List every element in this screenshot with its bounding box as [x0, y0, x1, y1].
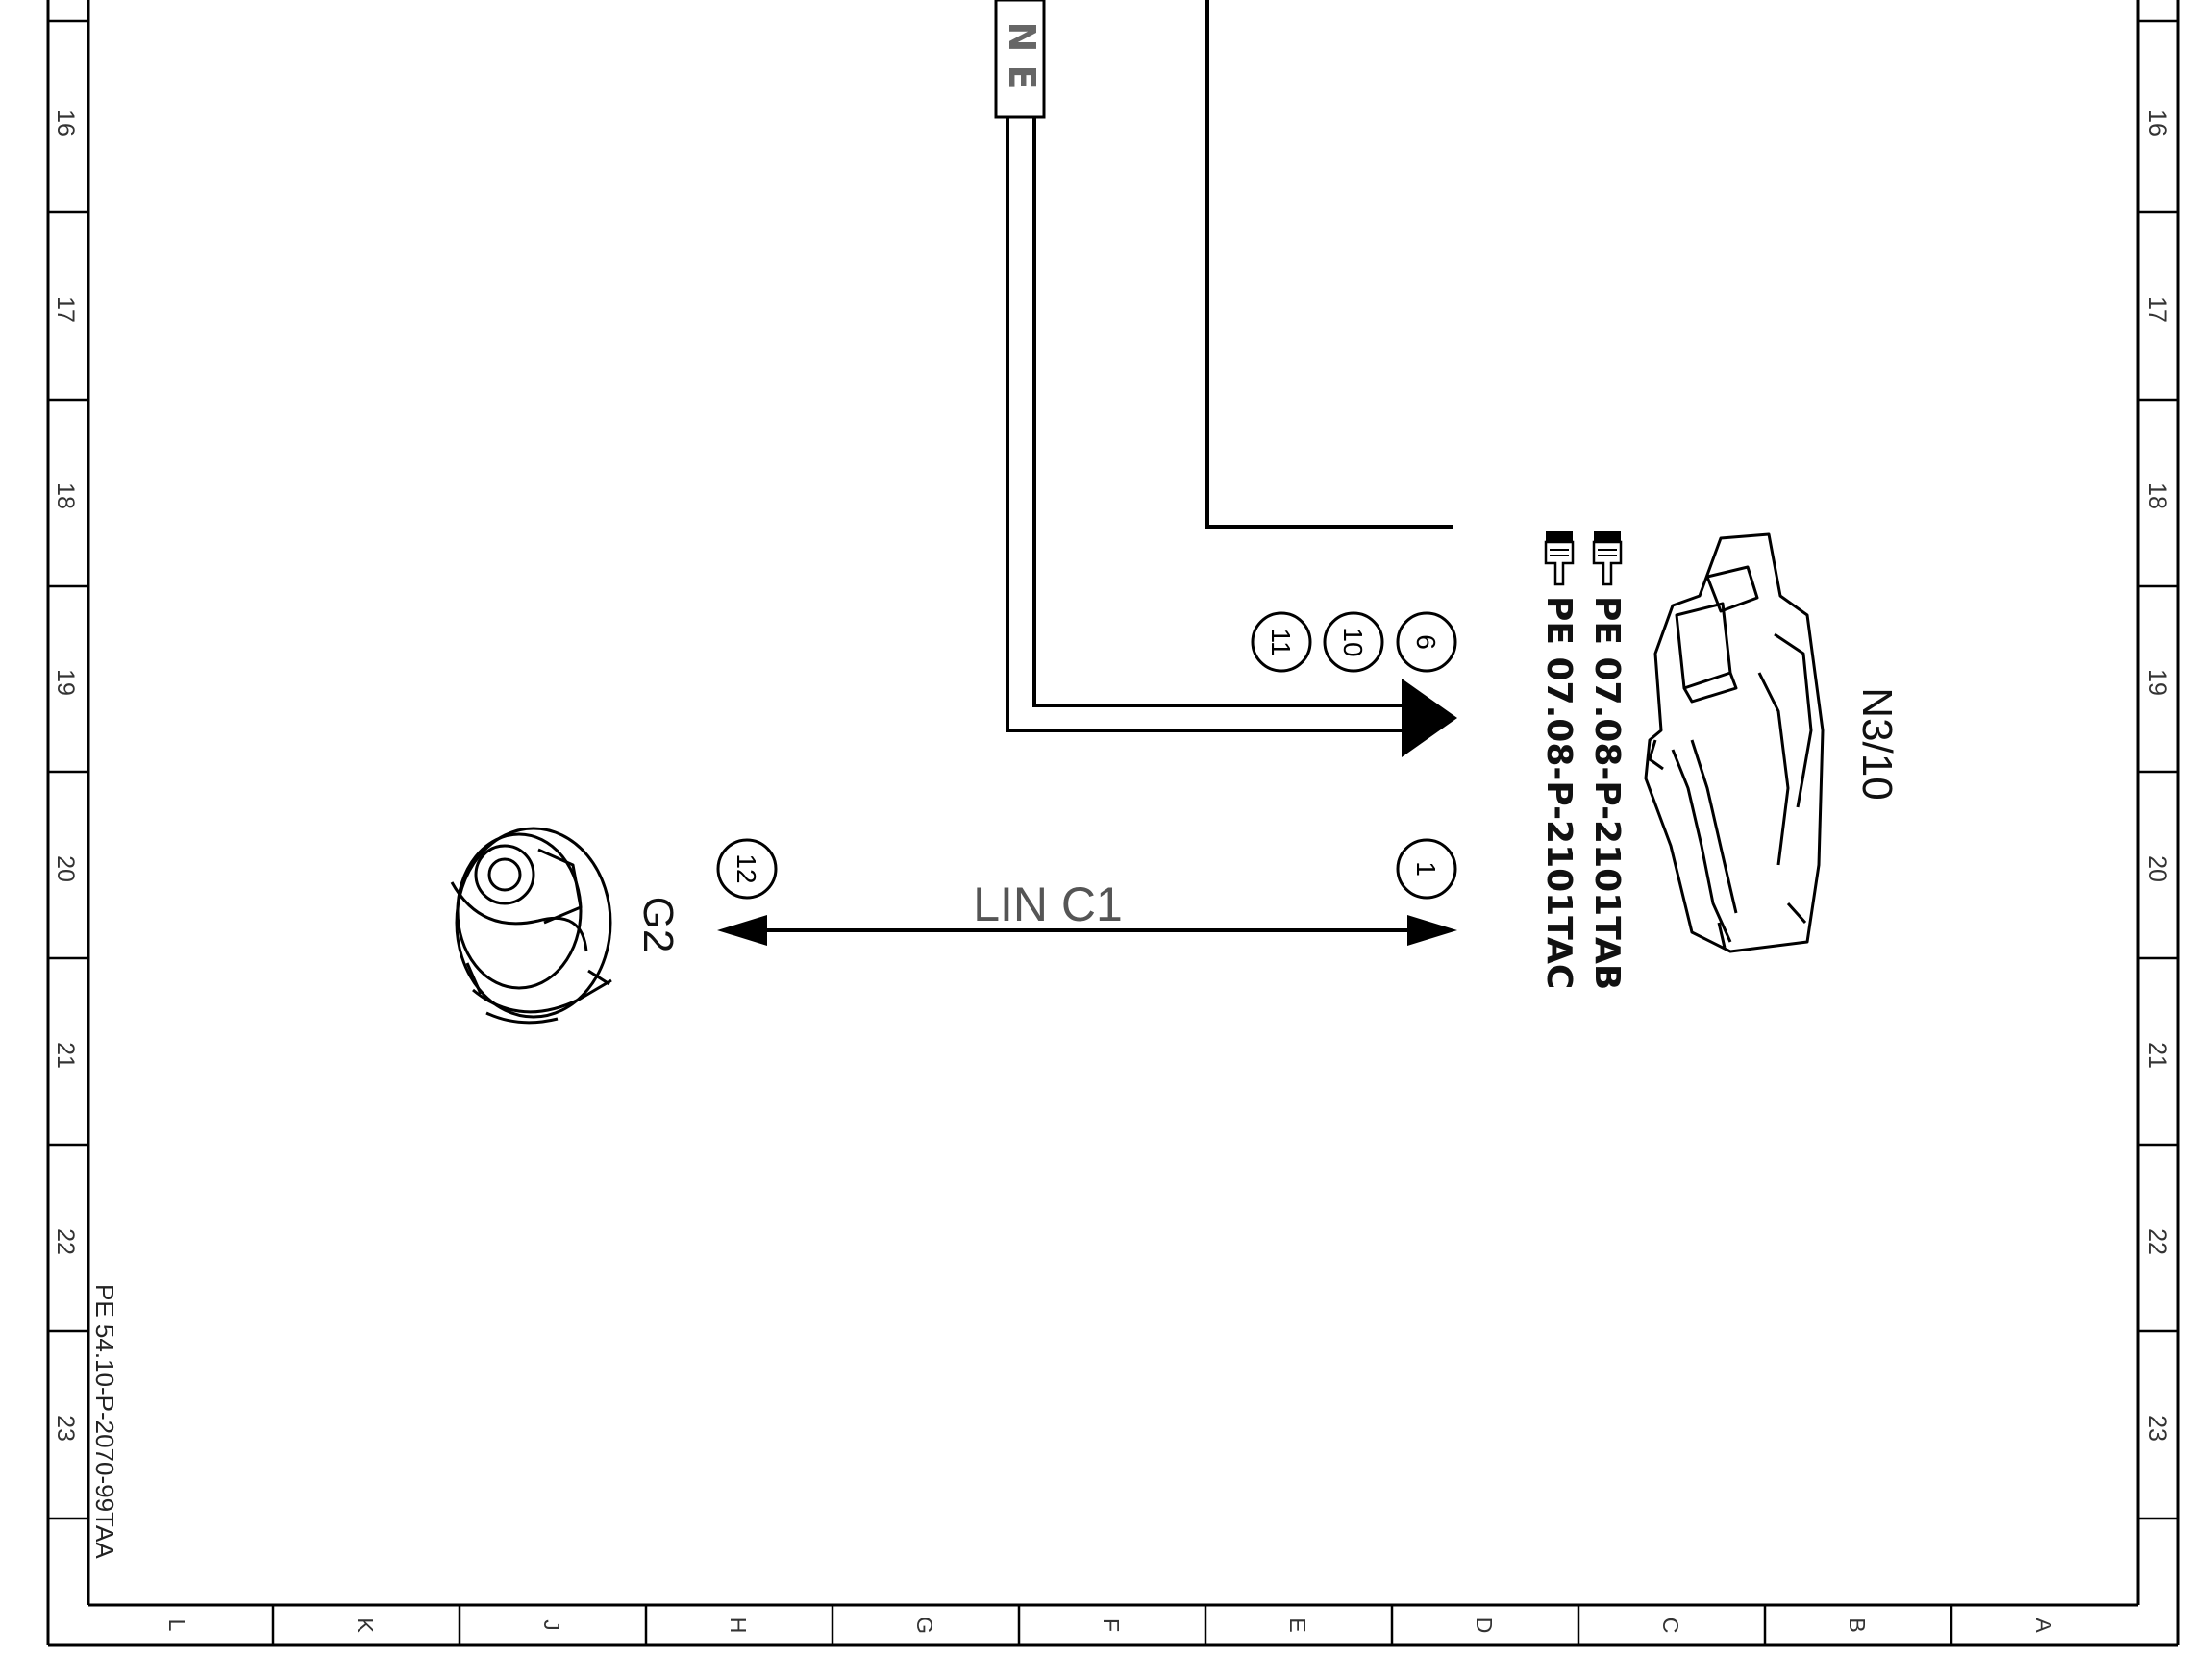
- sheet-frame: [46, 0, 2180, 1647]
- double-wire: [1006, 117, 1457, 757]
- arrow-right-icon: [1407, 915, 1457, 946]
- row-label: 18: [2144, 482, 2171, 509]
- pin-right: 1: [1396, 838, 1457, 900]
- pin-group-upper: 6 10 11: [1251, 611, 1457, 673]
- column-label: J: [539, 1619, 564, 1631]
- row-label: 16: [2144, 110, 2171, 136]
- reference-list: PE 07.08-P-2101TAB PE 07.08-P-2101TAC: [1539, 531, 1627, 990]
- column-label: E: [1285, 1618, 1310, 1632]
- reference-item: PE 07.08-P-2101TAB: [1587, 531, 1627, 990]
- row-labels-right: 16 17 18 19 20 21 22 23: [2144, 110, 2171, 1442]
- pointing-hand-icon: [1544, 531, 1575, 586]
- column-labels: L K J H G F E D C B A: [164, 1617, 2056, 1634]
- row-label: 19: [52, 669, 79, 696]
- column-ticks: [271, 1605, 1953, 1645]
- column-label: H: [726, 1618, 751, 1634]
- pin-label: 1: [1411, 861, 1441, 877]
- row-label: 20: [52, 855, 79, 882]
- reference-text: PE 07.08-P-2101TAC: [1539, 596, 1578, 989]
- row-label: 17: [2144, 296, 2171, 323]
- arrow-left-icon: [717, 915, 767, 946]
- column-label: D: [1472, 1618, 1497, 1634]
- row-label: 19: [2144, 669, 2171, 696]
- row-labels-left: 16 17 18 19 20 21 22 23: [52, 110, 79, 1442]
- control-unit-n3-10: N3/10: [1644, 532, 1900, 953]
- row-label: 20: [2144, 855, 2171, 882]
- row-label: 22: [52, 1228, 79, 1255]
- arrow-head-icon: [1402, 679, 1457, 757]
- signal-line: [1205, 0, 1453, 529]
- column-label: F: [1099, 1618, 1124, 1632]
- row-label: 21: [2144, 1042, 2171, 1069]
- row-label: 21: [52, 1042, 79, 1069]
- generator-icon: [450, 827, 612, 1025]
- generator-g2: G2: [450, 827, 682, 1025]
- connector-ne: N E: [994, 0, 1046, 119]
- row-label: 16: [52, 110, 79, 136]
- row-label: 23: [2144, 1415, 2171, 1442]
- row-label: 22: [2144, 1228, 2171, 1255]
- column-label: L: [164, 1619, 189, 1632]
- column-label: K: [353, 1618, 378, 1633]
- pin-label: 11: [1266, 628, 1296, 655]
- column-label: B: [1845, 1618, 1870, 1632]
- pin-label: 12: [732, 853, 761, 883]
- row-label: 18: [52, 482, 79, 509]
- pointing-hand-icon: [1592, 531, 1623, 586]
- pin-label: 10: [1338, 627, 1368, 656]
- connector-label: N E: [1001, 22, 1043, 90]
- row-ticks: [48, 19, 2178, 1520]
- pin-label: 6: [1411, 634, 1441, 650]
- reference-item: PE 07.08-P-2101TAC: [1539, 531, 1578, 989]
- column-label: G: [912, 1617, 937, 1634]
- reference-text: PE 07.08-P-2101TAB: [1587, 596, 1627, 990]
- lin-bus-line: LIN C1: [717, 877, 1457, 946]
- row-label: 17: [52, 296, 79, 323]
- column-label: A: [2031, 1618, 2056, 1633]
- pin-left: 12: [716, 838, 778, 900]
- generator-label: G2: [634, 897, 682, 953]
- control-unit-label: N3/10: [1853, 687, 1900, 800]
- document-id: PE 54.10-P-2070-99TAA: [90, 1284, 119, 1559]
- row-label: 23: [52, 1415, 79, 1442]
- column-label: C: [1658, 1618, 1683, 1634]
- control-unit-icon: [1644, 532, 1825, 953]
- bus-label: LIN C1: [973, 877, 1123, 931]
